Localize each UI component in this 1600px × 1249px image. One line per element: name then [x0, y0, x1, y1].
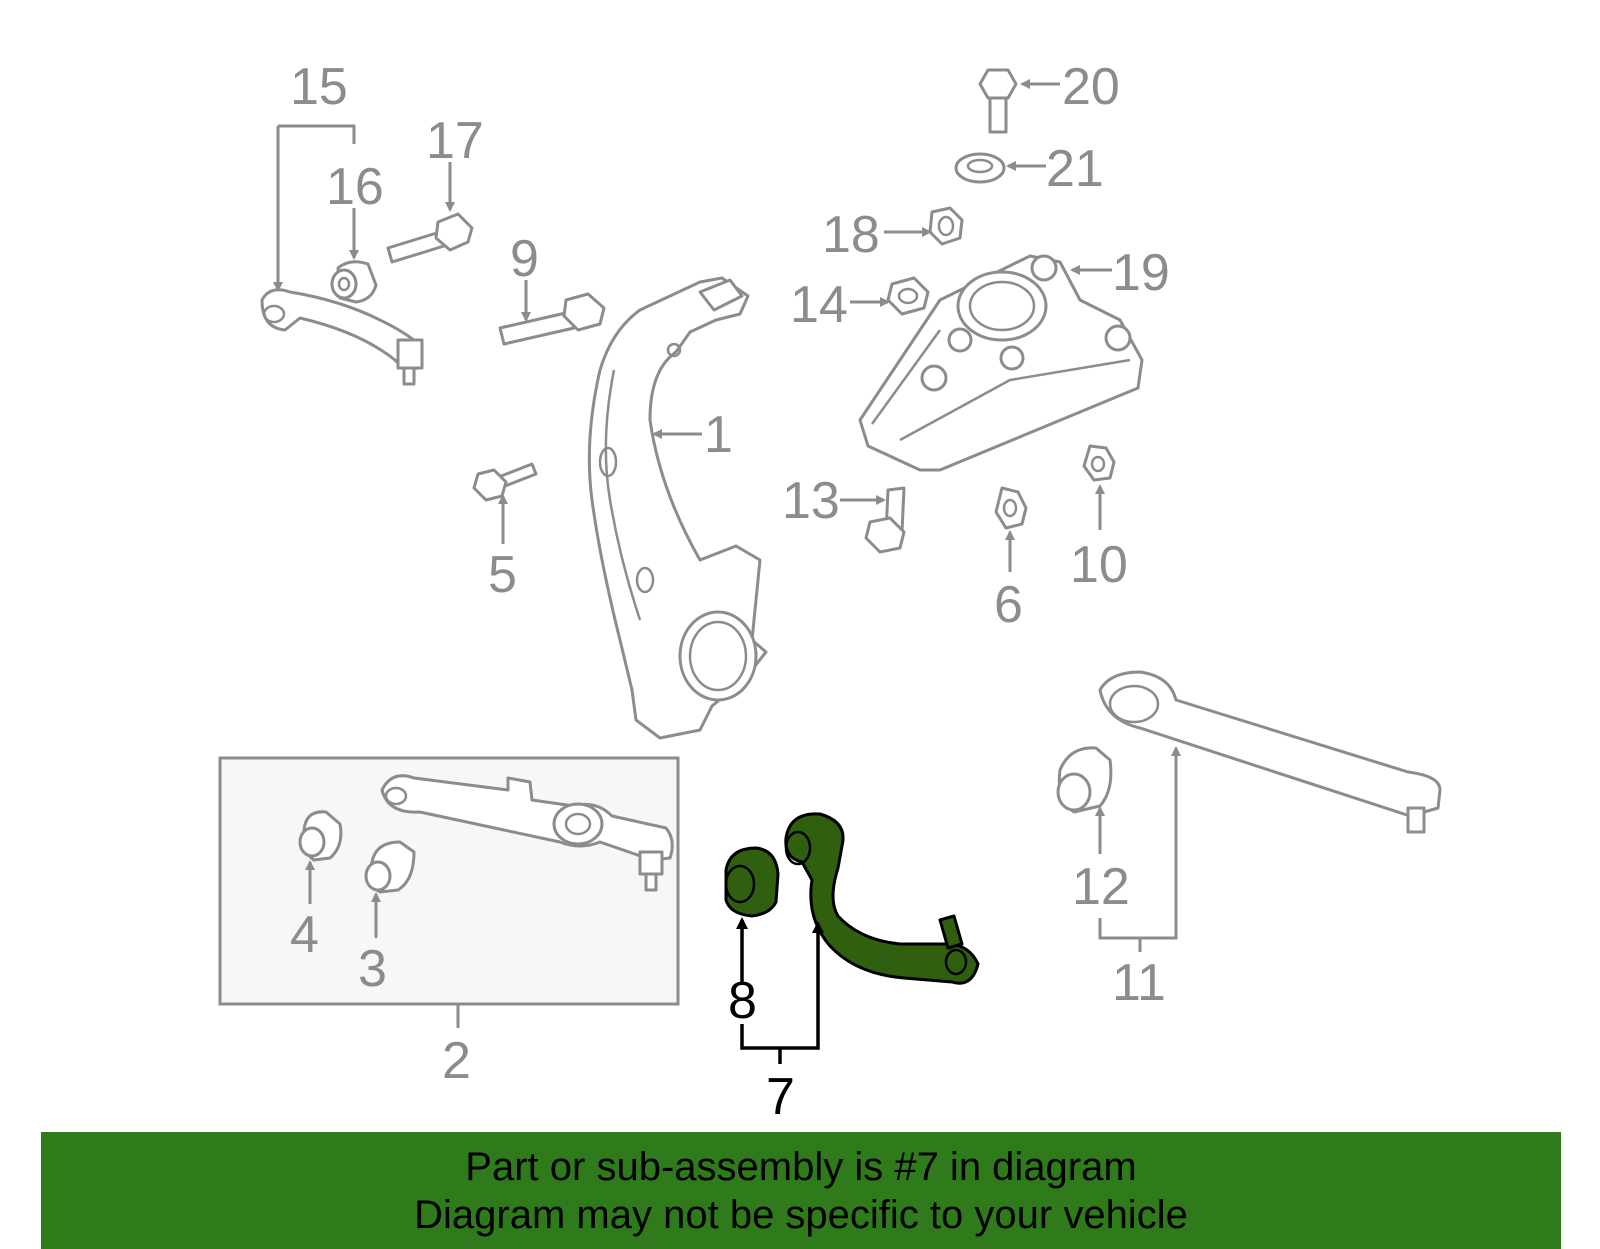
part-5-bolt — [472, 462, 538, 502]
banner-line-1: Part or sub-assembly is #7 in diagram — [465, 1144, 1137, 1189]
part-6-nut — [994, 486, 1028, 530]
callout-9: 9 — [510, 230, 539, 288]
part-17-bolt — [386, 212, 474, 264]
callout-13: 13 — [782, 472, 840, 530]
callout-6: 6 — [994, 576, 1023, 634]
callout-2: 2 — [442, 1032, 471, 1090]
part-16-bushing — [330, 260, 378, 304]
leader-lines — [273, 79, 1181, 1064]
callout-8: 8 — [728, 972, 757, 1030]
callout-12: 12 — [1072, 858, 1130, 916]
part-12-bushing — [1056, 746, 1113, 814]
part-9-bolt — [498, 292, 606, 346]
part-1-steering-knuckle — [587, 276, 768, 740]
part-7-upper-control-arm-highlighted[interactable] — [784, 812, 980, 985]
callout-3: 3 — [358, 940, 387, 998]
banner-line-2: Diagram may not be specific to your vehi… — [414, 1192, 1188, 1237]
part-18-nut — [928, 206, 964, 246]
callout-7: 7 — [766, 1068, 795, 1126]
callout-15: 15 — [290, 58, 348, 116]
part-2-assembly-box — [218, 756, 680, 1006]
callout-4: 4 — [290, 906, 319, 964]
part-15-control-arm — [260, 288, 424, 386]
suspension-parts-diagram: 15 16 17 9 1 5 20 21 18 19 14 13 6 10 12… — [218, 58, 1442, 1126]
callout-14: 14 — [790, 276, 848, 334]
callout-10: 10 — [1070, 536, 1128, 594]
part-8-bushing-highlighted[interactable] — [724, 846, 780, 918]
callout-18: 18 — [822, 206, 880, 264]
part-19-upper-mount — [858, 254, 1144, 472]
callout-numbers: 15 16 17 9 1 5 20 21 18 19 14 13 6 10 12… — [290, 58, 1170, 1126]
part-20-bolt — [978, 68, 1018, 134]
info-banner: Part or sub-assembly is #7 in diagram Di… — [41, 1132, 1561, 1249]
callout-11: 11 — [1112, 954, 1166, 1012]
callout-17: 17 — [426, 112, 484, 170]
part-14-nut — [886, 276, 930, 316]
callout-1: 1 — [704, 406, 733, 464]
callout-16: 16 — [326, 158, 384, 216]
part-21-washer — [954, 152, 1006, 184]
part-13-bolt — [864, 486, 906, 554]
part-11-control-arm — [1098, 670, 1442, 834]
part-10-nut — [1082, 444, 1116, 482]
callout-19: 19 — [1112, 244, 1170, 302]
callout-20: 20 — [1062, 58, 1120, 116]
callout-5: 5 — [488, 546, 517, 604]
callout-21: 21 — [1046, 140, 1104, 198]
